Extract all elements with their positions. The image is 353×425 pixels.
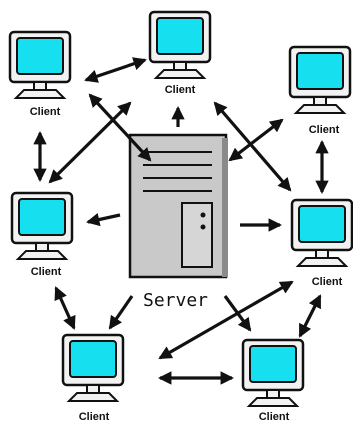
- monitor-screen: [156, 17, 204, 55]
- monitor-neck: [266, 389, 280, 399]
- server-label: Server: [143, 290, 208, 311]
- monitor-base: [153, 69, 207, 79]
- client-computer: [241, 338, 305, 407]
- connection-arrows: [33, 57, 329, 385]
- client-label: Client: [309, 124, 340, 136]
- client-computer: [10, 191, 74, 260]
- client-computer: [148, 10, 212, 79]
- connection-arrow: [158, 280, 294, 360]
- client-label: Client: [31, 266, 62, 278]
- connection-arrow: [86, 212, 121, 227]
- monitor-screen: [69, 340, 117, 378]
- monitor-base: [66, 392, 120, 402]
- client-computer: [290, 198, 353, 267]
- connection-arrow: [108, 295, 134, 330]
- client-label: Client: [79, 411, 110, 423]
- client-computer: [61, 333, 125, 402]
- server-button-icon: [200, 224, 206, 230]
- monitor-screen: [249, 345, 297, 383]
- server-computer: [128, 133, 228, 279]
- monitor-screen: [296, 52, 344, 90]
- server-drive-bay: [181, 202, 213, 268]
- client-label: Client: [259, 411, 290, 423]
- monitor-base: [293, 104, 347, 114]
- client-computer: [288, 45, 352, 114]
- server-button-icon: [200, 212, 206, 218]
- client-label: Client: [165, 84, 196, 96]
- client-computer: [8, 30, 72, 99]
- monitor-neck: [315, 249, 329, 259]
- monitor-screen: [298, 205, 346, 243]
- connection-arrow: [88, 93, 152, 162]
- monitor-neck: [86, 384, 100, 394]
- monitor-base: [15, 250, 69, 260]
- client-label: Client: [312, 276, 343, 288]
- connection-arrow: [228, 118, 284, 162]
- monitor-neck: [35, 242, 49, 252]
- connection-arrow: [84, 57, 147, 83]
- monitor-base: [295, 257, 349, 267]
- monitor-base: [13, 89, 67, 99]
- monitor-screen: [16, 37, 64, 75]
- monitor-screen: [18, 198, 66, 236]
- connection-arrow: [48, 101, 132, 184]
- server-tower-shadow: [222, 138, 228, 277]
- connection-arrow: [54, 286, 76, 330]
- monitor-neck: [313, 96, 327, 106]
- monitor-neck: [33, 81, 47, 91]
- monitor-neck: [173, 61, 187, 71]
- client-label: Client: [30, 106, 61, 118]
- monitor-base: [246, 397, 300, 407]
- connection-arrow: [298, 294, 322, 338]
